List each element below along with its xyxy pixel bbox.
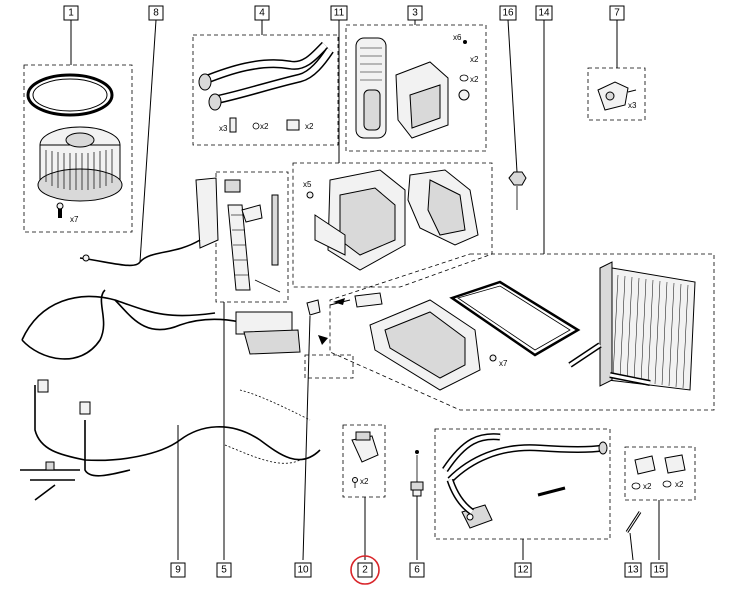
callout-2[interactable]: 2: [350, 555, 380, 585]
callout-6-label: 6: [414, 565, 420, 576]
callout-4-label: 4: [259, 8, 265, 19]
group-11-frame: [292, 162, 493, 288]
callout-15-label: 15: [653, 565, 665, 576]
callout-6[interactable]: 6: [409, 562, 425, 578]
qty-label-4b: x2: [260, 122, 269, 131]
qty-label-3c: x2: [470, 75, 479, 84]
group-15-frame: [624, 446, 696, 501]
callout-3-label: 3: [412, 8, 418, 19]
callout-15[interactable]: 15: [650, 562, 668, 578]
group-2-frame: [342, 424, 386, 498]
group-10-frame: [304, 354, 354, 379]
wiring-harness: [20, 239, 321, 501]
sensor-2: x2: [351, 431, 379, 488]
callout-9[interactable]: 9: [170, 562, 186, 578]
callout-10-label: 10: [297, 565, 309, 576]
callout-1-label: 1: [68, 8, 74, 19]
callout-12[interactable]: 12: [514, 562, 532, 578]
group-1-frame: [23, 64, 133, 233]
filter-5: [195, 177, 281, 293]
callout-12-label: 12: [517, 565, 529, 576]
callout-13-label: 13: [627, 565, 639, 576]
qty-label-15b: x2: [675, 480, 684, 489]
qty-label-11: x5: [303, 180, 312, 189]
callout-3[interactable]: 3: [407, 5, 423, 21]
grommet-16: [508, 171, 527, 210]
coolant-pipes-12: [442, 433, 608, 529]
heater-hose-assembly: x3 x2 x2: [198, 41, 334, 133]
qty-label-2: x2: [360, 477, 369, 486]
pin-13: [625, 511, 642, 533]
callout-16[interactable]: 16: [499, 5, 517, 21]
qty-label-3b: x2: [470, 55, 479, 64]
callout-11[interactable]: 11: [330, 5, 348, 21]
callout-14-label: 14: [538, 8, 550, 19]
callout-2-label: 2: [362, 565, 368, 576]
qty-label-3a: x6: [453, 33, 462, 42]
actuator-7: x3: [597, 81, 637, 111]
callout-1[interactable]: 1: [63, 5, 79, 21]
flap-duct-parts: x6 x2 x2: [355, 33, 479, 139]
heater-core-group-14: x7: [306, 261, 696, 391]
group-3-frame: [345, 24, 487, 152]
leader-lines: [70, 19, 660, 561]
group-4-frame: [192, 34, 339, 146]
callout-7[interactable]: 7: [609, 5, 625, 21]
qty-label-7: x3: [628, 101, 637, 110]
group-14-frame: [329, 253, 715, 411]
callout-10[interactable]: 10: [294, 562, 312, 578]
callout-14[interactable]: 14: [535, 5, 553, 21]
qty-label-4a: x3: [219, 124, 228, 133]
housing-11: x5: [303, 169, 479, 271]
probe-6: [410, 450, 424, 497]
highlight-circle: [350, 555, 380, 585]
callout-8[interactable]: 8: [148, 5, 164, 21]
callout-5-label: 5: [221, 565, 227, 576]
callout-5[interactable]: 5: [216, 562, 232, 578]
callout-16-label: 16: [502, 8, 514, 19]
callout-8-label: 8: [153, 8, 159, 19]
callout-11-label: 11: [334, 8, 345, 19]
qty-label-14: x7: [499, 359, 508, 368]
blower-assembly: x7: [26, 73, 123, 224]
qty-label-15a: x2: [643, 482, 652, 491]
callout-9-label: 9: [175, 565, 181, 576]
callout-13[interactable]: 13: [624, 562, 642, 578]
callout-4[interactable]: 4: [254, 5, 270, 21]
callout-7-label: 7: [614, 8, 620, 19]
qty-label-1: x7: [70, 215, 79, 224]
clips-15: x2 x2: [631, 454, 686, 491]
qty-label-4c: x2: [305, 122, 314, 131]
